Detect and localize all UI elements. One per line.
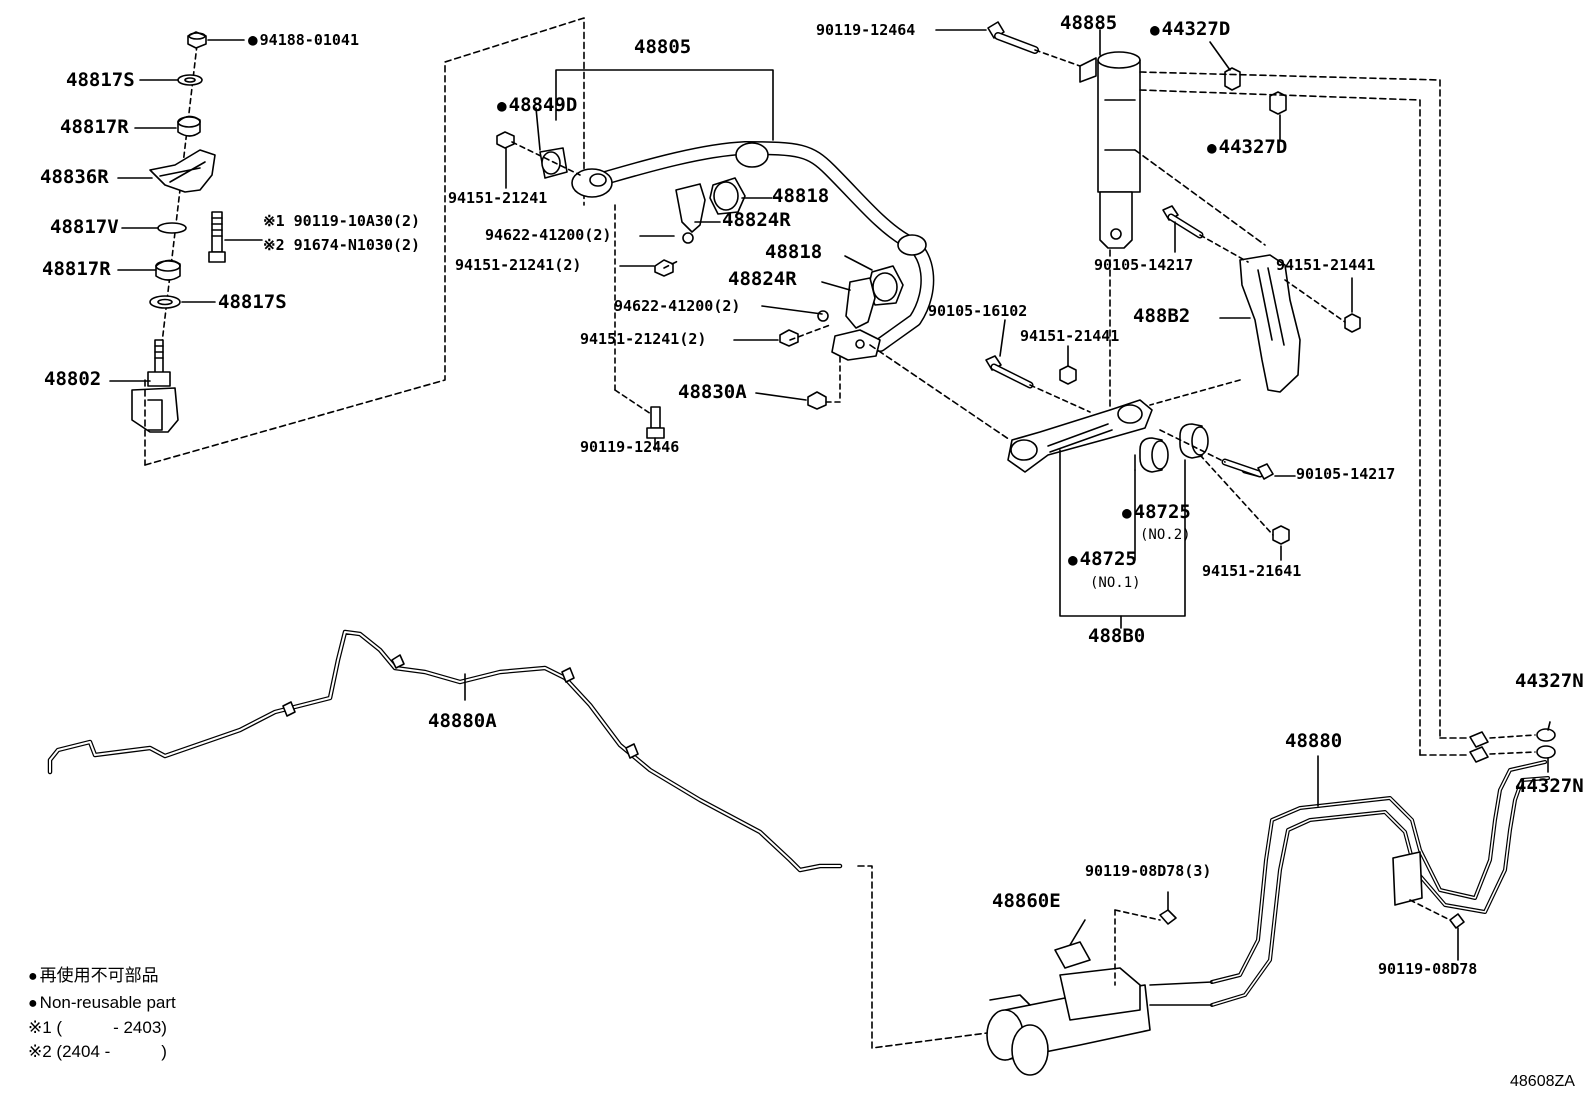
label-48880: 48880: [1285, 730, 1343, 752]
label-44327D-a: 44327D: [1150, 20, 1231, 39]
label-90119-12446: 90119-12446: [580, 438, 680, 456]
left-link-assembly: [131, 17, 585, 466]
label-94188-01041: 94188-01041: [248, 31, 359, 49]
label-488B2: 488B2: [1133, 305, 1191, 327]
label-48725-no2: 48725: [1122, 503, 1191, 522]
legend-note-1: ※1 ( - 2403): [28, 1018, 167, 1037]
label-90119-10A30: ※1 90119-10A30(2): [263, 212, 421, 230]
label-48802: 48802: [44, 368, 102, 390]
diagram-id: 48608ZA: [1510, 1073, 1575, 1090]
label-94151-21241-c: 94151-21241(2): [580, 330, 707, 348]
label-48824R-a: 48824R: [722, 209, 791, 231]
label-94151-21441-b: 94151-21441: [1020, 327, 1120, 345]
link-488B0: [869, 344, 1290, 617]
label-48725-no2-sub: (NO.2): [1140, 527, 1191, 543]
label-48725-no1-sub: (NO.1): [1090, 575, 1141, 591]
label-44327N-a: 44327N: [1515, 670, 1584, 692]
label-94151-21441-a: 94151-21441: [1276, 256, 1376, 274]
label-48817R-bottom: 48817R: [42, 258, 111, 280]
label-94151-21641: 94151-21641: [1202, 562, 1302, 580]
label-91674-N1030: ※2 91674-N1030(2): [263, 236, 421, 254]
label-48830A: 48830A: [678, 381, 747, 403]
legend-note-2: ※2 (2404 - ): [28, 1042, 167, 1061]
legend-jp: 再使用不可部品: [28, 966, 159, 987]
pipe-48880A: [47, 629, 1011, 1049]
label-44327D-b: 44327D: [1207, 138, 1288, 157]
cylinder-48885: [987, 21, 1441, 756]
bracket-488B2: [1162, 205, 1361, 393]
label-90105-14217-b: 90105-14217: [1296, 465, 1396, 483]
label-94622-41200-b: 94622-41200(2): [614, 297, 741, 315]
label-488B0: 488B0: [1088, 625, 1146, 647]
label-48824R-b: 48824R: [728, 268, 797, 290]
label-94151-21241-b: 94151-21241(2): [455, 256, 582, 274]
accumulator-48860E: [986, 909, 1213, 1076]
label-44327N-b: 44327N: [1515, 775, 1584, 797]
pipe-48880: [1210, 728, 1556, 1007]
label-94151-21241-a: 94151-21241: [448, 189, 548, 207]
label-94622-41200-a: 94622-41200(2): [485, 226, 612, 244]
label-90119-08D78: 90119-08D78: [1378, 960, 1478, 978]
legend-en: Non-reusable part: [28, 993, 176, 1014]
label-48817S-bottom: 48817S: [218, 291, 287, 313]
label-48860E: 48860E: [992, 890, 1061, 912]
label-48725-no1: 48725: [1068, 550, 1137, 569]
label-48805: 48805: [634, 36, 692, 58]
label-90105-16102: 90105-16102: [928, 302, 1028, 320]
label-48836R: 48836R: [40, 166, 109, 188]
label-48849D: 48849D: [497, 96, 578, 115]
stabilizer-bar: [496, 69, 935, 439]
label-90119-08D78-3: 90119-08D78(3): [1085, 862, 1212, 880]
label-48880A: 48880A: [428, 710, 497, 732]
label-48817V: 48817V: [50, 216, 119, 238]
label-90119-12464: 90119-12464: [816, 21, 916, 39]
label-48818-a: 48818: [772, 185, 830, 207]
label-48817R-top: 48817R: [60, 116, 129, 138]
label-48817S-top: 48817S: [66, 69, 135, 91]
label-48885: 48885: [1060, 12, 1118, 34]
leader-lines: [109, 29, 1551, 946]
label-48818-b: 48818: [765, 241, 823, 263]
label-90105-14217-a: 90105-14217: [1094, 256, 1194, 274]
